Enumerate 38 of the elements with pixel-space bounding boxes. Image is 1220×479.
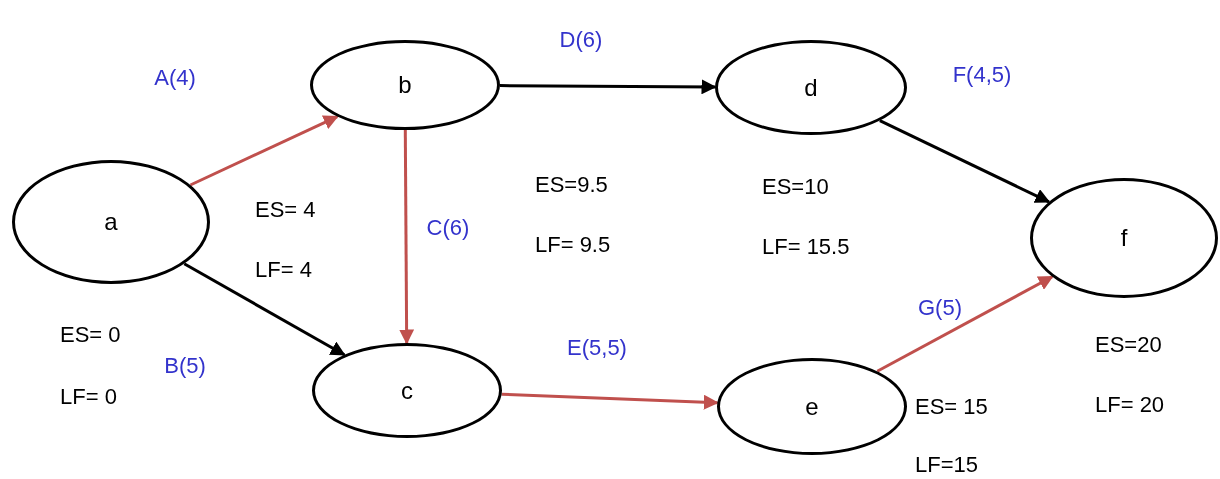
- node-label: e: [805, 392, 819, 421]
- edge-label: C(6): [426, 215, 470, 241]
- node-label: a: [104, 208, 118, 236]
- time-label: LF= 4: [255, 257, 312, 283]
- arrow: [183, 262, 346, 357]
- arrow: [399, 130, 415, 345]
- arrow: [879, 119, 1051, 204]
- edge-label: A(4): [154, 65, 196, 91]
- arrow: [499, 79, 717, 95]
- edge-label: D(6): [559, 27, 603, 53]
- edge-label: E(5,5): [567, 335, 627, 361]
- time-label: ES=9.5: [535, 172, 608, 198]
- event-ellipse: [1030, 178, 1218, 298]
- arrow: [501, 392, 719, 410]
- time-label: LF= 20: [1095, 392, 1165, 418]
- time-label: ES= 0: [60, 322, 121, 348]
- edge-label: B(5): [164, 353, 206, 379]
- time-label: ES=20: [1095, 332, 1162, 358]
- node-label: b: [398, 71, 412, 99]
- node-label: d: [804, 73, 818, 102]
- node-label: c: [401, 376, 413, 405]
- event-ellipse: [12, 160, 210, 284]
- node-label: f: [1120, 224, 1128, 252]
- event-ellipse: [312, 343, 502, 438]
- event-ellipse: [715, 40, 907, 135]
- time-label: LF= 9.5: [535, 232, 611, 258]
- edge-label: F(4,5): [952, 62, 1012, 88]
- edge-label: G(5): [918, 295, 962, 321]
- time-label: ES=10: [762, 174, 829, 200]
- arrow: [189, 115, 339, 187]
- time-label: LF= 15.5: [762, 234, 850, 260]
- arrow: [876, 275, 1054, 373]
- event-ellipse: [717, 358, 907, 455]
- time-label: LF=15: [915, 452, 978, 478]
- time-label: ES= 15: [915, 394, 988, 420]
- time-label: LF= 0: [60, 384, 117, 410]
- event-ellipse: [310, 40, 500, 130]
- time-label: ES= 4: [255, 197, 316, 223]
